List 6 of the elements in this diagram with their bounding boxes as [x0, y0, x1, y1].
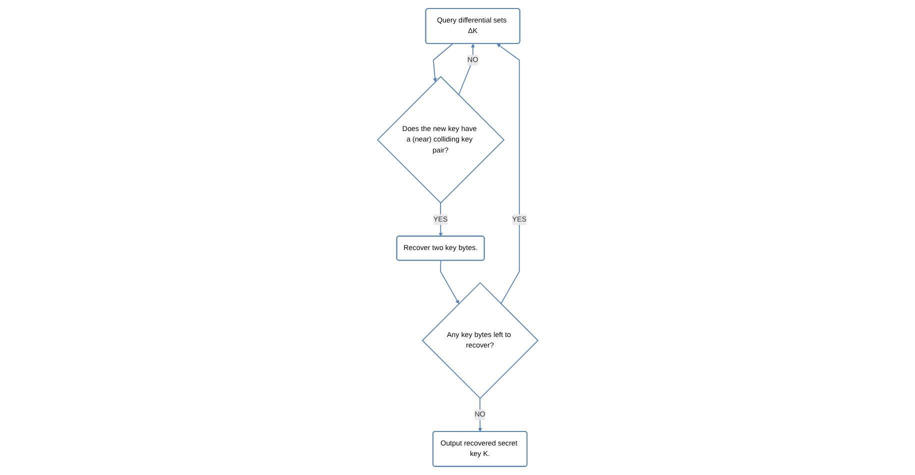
arrow: [432, 43, 453, 82]
arrow: [458, 44, 475, 96]
arrow: [440, 260, 459, 304]
arrow: [438, 202, 442, 237]
arrow: [496, 44, 520, 304]
arrow: [478, 398, 482, 432]
